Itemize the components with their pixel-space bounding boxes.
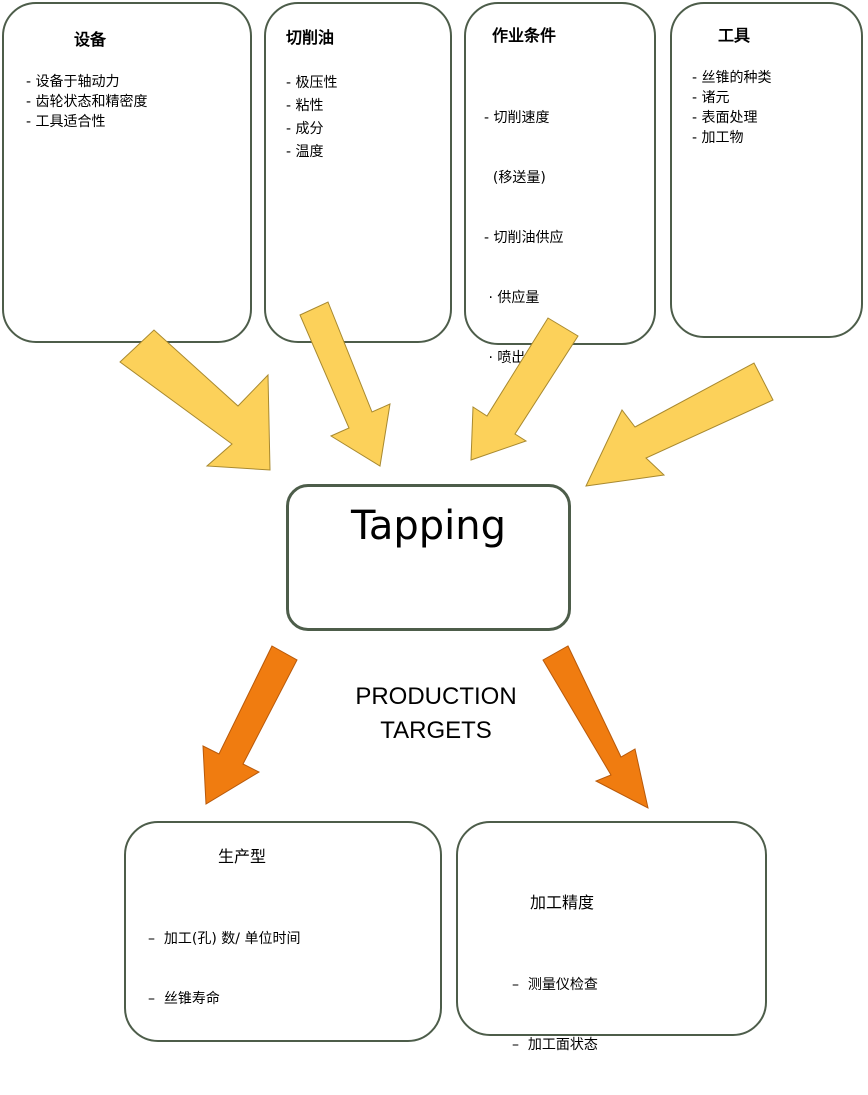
- box-tools: 工具 - 丝锥的种类 - 诸元 - 表面处理 - 加工物: [670, 2, 863, 338]
- list-item: - 温度: [286, 144, 324, 160]
- list-item: – 加工面状态: [512, 1037, 598, 1053]
- list-item: - 设备于轴动力: [26, 74, 120, 90]
- list-item: - 切削速度: [484, 110, 550, 126]
- list-item: - 表面处理: [692, 110, 758, 126]
- list-item: - 工具适合性: [26, 114, 106, 130]
- box-precision-items: – 测量仪检查 – 加工面状态: [512, 935, 598, 1095]
- arrows-layer: [119, 301, 774, 809]
- list-item: - 丝锥的种类: [692, 70, 772, 86]
- box-work-conditions-title: 作业条件: [492, 26, 557, 45]
- box-productivity-items: – 加工(孔) 数/ 单位时间 – 丝锥寿命: [148, 889, 300, 1049]
- box-tools-title: 工具: [718, 26, 751, 45]
- list-item: · 供应量: [484, 290, 540, 306]
- arrow-tapping-to-productivity: [202, 645, 298, 805]
- tapping-box: Tapping: [286, 484, 571, 631]
- box-precision: 加工精度 – 测量仪检查 – 加工面状态: [456, 821, 767, 1053]
- box-equipment-title: 设备: [74, 30, 107, 49]
- box-precision-title: 加工精度: [530, 893, 595, 912]
- box-productivity: 生产型 – 加工(孔) 数/ 单位时间 – 丝锥寿命: [124, 821, 442, 1042]
- box-equipment: 设备 - 设备于轴动力 - 齿轮状态和精密度 - 工具适合性: [2, 2, 252, 343]
- box-tools-items: - 丝锥的种类 - 诸元 - 表面处理 - 加工物: [692, 68, 772, 148]
- box-cutting-oil-items: - 极压性 - 粘性 - 成分 - 温度: [286, 72, 338, 164]
- tapping-title: Tapping: [351, 503, 506, 549]
- list-item: – 丝锥寿命: [148, 991, 220, 1007]
- arrow-equipment-to-tapping: [119, 329, 271, 471]
- list-item: – 加工(孔) 数/ 单位时间: [148, 931, 301, 947]
- list-item: - 粘性: [286, 98, 324, 114]
- list-item: - 齿轮状态和精密度: [26, 94, 148, 110]
- list-item: - 成分: [286, 121, 324, 137]
- arrow-cutting-oil-to-tapping: [299, 301, 391, 467]
- production-line-2: TARGETS: [380, 717, 492, 744]
- box-productivity-title: 生产型: [218, 847, 267, 866]
- production-line-1: PRODUCTION: [355, 683, 517, 710]
- arrow-work-conditions-to-tapping: [470, 317, 579, 461]
- production-targets-label: PRODUCTION TARGETS: [318, 680, 554, 748]
- box-cutting-oil-title: 切削油: [286, 28, 335, 47]
- list-item: - 加工物: [692, 130, 744, 146]
- arrow-tools-to-tapping: [585, 362, 774, 487]
- list-item: - 切削油供应: [484, 230, 564, 246]
- box-cutting-oil: 切削油 - 极压性 - 粘性 - 成分 - 温度: [264, 2, 452, 343]
- list-item: - 极压性: [286, 75, 338, 91]
- arrow-tapping-to-precision: [542, 645, 649, 809]
- list-item: – 测量仪检查: [512, 977, 598, 993]
- list-item: - 诸元: [692, 90, 730, 106]
- box-equipment-items: - 设备于轴动力 - 齿轮状态和精密度 - 工具适合性: [26, 72, 148, 132]
- list-item: (移送量): [484, 170, 546, 186]
